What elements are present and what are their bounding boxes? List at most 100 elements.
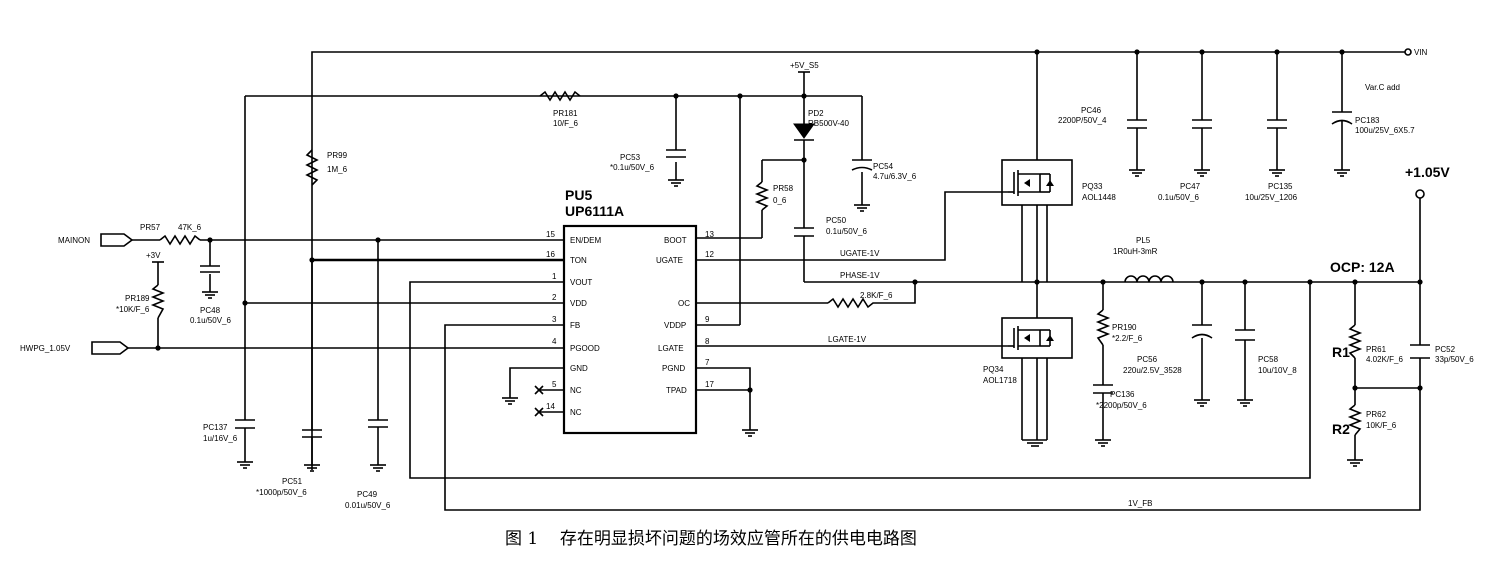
ground-pc51 xyxy=(304,464,320,472)
val-pc58: 10u/10V_8 xyxy=(1258,366,1297,375)
ground-gnd-pin xyxy=(502,397,518,405)
ref-pq34: PQ34 xyxy=(983,365,1004,374)
capacitor-pc48 xyxy=(200,262,220,273)
label-ocp: OCP: 12A xyxy=(1330,259,1395,275)
pin-name: GND xyxy=(570,364,588,373)
ref-pq33: PQ33 xyxy=(1082,182,1103,191)
pin-num: 13 xyxy=(705,230,714,239)
val-pr189: *10K/F_6 xyxy=(116,305,150,314)
ref-pc137: PC137 xyxy=(203,423,228,432)
ground-pgnd xyxy=(742,429,758,437)
pin-name: VOUT xyxy=(570,278,592,287)
ground-pc56 xyxy=(1194,399,1210,407)
pin-name: LGATE xyxy=(658,344,684,353)
ref-pr189: PR189 xyxy=(125,294,150,303)
capacitor-pc54 xyxy=(851,159,873,171)
ref-pr62: PR62 xyxy=(1366,410,1387,419)
grounds xyxy=(202,169,1363,472)
capacitor-pc53 xyxy=(666,149,686,158)
pin-num: 17 xyxy=(705,380,714,389)
mosfet-pq34 xyxy=(1001,317,1073,359)
ground-pc183 xyxy=(1334,169,1350,177)
val-pc54: 4.7u/6.3V_6 xyxy=(873,172,917,181)
label-phase-net: PHASE-1V xyxy=(840,271,880,280)
label-mainon: MAINON xyxy=(58,236,90,245)
capacitor-pc47 xyxy=(1192,119,1212,132)
capacitor-pc58 xyxy=(1235,329,1255,341)
resistor-pr99 xyxy=(305,149,319,186)
inductor-pl5 xyxy=(1124,275,1174,283)
resistors xyxy=(150,90,1363,436)
ref-pc135: PC135 xyxy=(1268,182,1293,191)
val-pc50: 0.1u/50V_6 xyxy=(826,227,867,236)
ground-pc47 xyxy=(1194,169,1210,177)
label-ugate-net: UGATE-1V xyxy=(840,249,880,258)
capacitor-pc46 xyxy=(1127,119,1147,132)
val-oc-res: 2.8K/F_6 xyxy=(860,291,893,300)
capacitor-pc56 xyxy=(1191,324,1213,339)
val-pq33: AOL1448 xyxy=(1082,193,1116,202)
pin-num: 7 xyxy=(705,358,710,367)
ref-pr57: PR57 xyxy=(140,223,161,232)
val-pl5: 1R0uH-3mR xyxy=(1113,247,1158,256)
val-pc46: 2200P/50V_4 xyxy=(1058,116,1107,125)
ref-pc54: PC54 xyxy=(873,162,894,171)
ground-pc58 xyxy=(1237,399,1253,407)
val-pc136: *2200p/50V_6 xyxy=(1096,401,1147,410)
capacitor-pc49 xyxy=(368,419,388,440)
port-mainon xyxy=(100,233,134,247)
pin-num: 2 xyxy=(552,293,557,302)
val-pc48: 0.1u/50V_6 xyxy=(190,316,231,325)
diode-pd2 xyxy=(793,118,815,141)
text-labels: VIN +5V_S5 +3V +1.05V Var.C add OCP: 12A… xyxy=(20,48,1474,549)
label-hwpg: HWPG_1.05V xyxy=(20,344,71,353)
val-pc183: 100u/25V_6X5.7 xyxy=(1355,126,1415,135)
val-pc137: 1u/16V_6 xyxy=(203,434,238,443)
capacitor-pc136 xyxy=(1093,384,1113,400)
pin-name: NC xyxy=(570,408,582,417)
label-1v05: +1.05V xyxy=(1405,164,1450,180)
pin-num: 5 xyxy=(552,380,557,389)
pin-name: TPAD xyxy=(666,386,687,395)
capacitors xyxy=(200,111,1430,440)
val-pr190: *2.2/F_6 xyxy=(1112,334,1143,343)
ref-pc47: PC47 xyxy=(1180,182,1201,191)
ground-pc136 xyxy=(1095,439,1111,447)
pin-name: EN/DEM xyxy=(570,236,601,245)
resistor-pr58 xyxy=(754,181,770,211)
label-1v-fb: 1V_FB xyxy=(1128,499,1152,508)
ref-pd2: PD2 xyxy=(808,109,824,118)
ground-pc135 xyxy=(1269,169,1285,177)
nc-markers xyxy=(534,385,544,417)
ref-pl5: PL5 xyxy=(1136,236,1151,245)
ic-ref: PU5 xyxy=(565,187,592,203)
ground-pc46 xyxy=(1129,169,1145,177)
ref-pc46: PC46 xyxy=(1081,106,1102,115)
val-pr57: 47K_6 xyxy=(178,223,202,232)
val-pc53: *0.1u/50V_6 xyxy=(610,163,655,172)
val-pd2: RB500V-40 xyxy=(808,119,849,128)
val-pc49: 0.01u/50V_6 xyxy=(345,501,391,510)
capacitor-pc52 xyxy=(1410,344,1430,359)
pin-name: NC xyxy=(570,386,582,395)
ref-pc51: PC51 xyxy=(282,477,303,486)
val-pr58: 0_6 xyxy=(773,196,787,205)
pin-num: 1 xyxy=(552,272,557,281)
val-pq34: AOL1718 xyxy=(983,376,1017,385)
val-pc52: 33p/50V_6 xyxy=(1435,355,1474,364)
label-r2: R2 xyxy=(1332,421,1350,437)
val-pr181: 10/F_6 xyxy=(553,119,578,128)
label-r1: R1 xyxy=(1332,344,1350,360)
pin-name: PGND xyxy=(662,364,685,373)
pin-name: VDD xyxy=(570,299,587,308)
ground-pq34 xyxy=(1022,439,1047,447)
resistor-pr189 xyxy=(150,284,166,319)
val-pr62: 10K/F_6 xyxy=(1366,421,1397,430)
ground-pc53 xyxy=(668,179,684,187)
label-5v-s5: +5V_S5 xyxy=(790,61,819,70)
ref-pr190: PR190 xyxy=(1112,323,1137,332)
ground-pc49 xyxy=(370,464,386,472)
ground-pc137 xyxy=(237,461,253,469)
ref-pc58: PC58 xyxy=(1258,355,1279,364)
ground-pc54 xyxy=(854,204,870,212)
